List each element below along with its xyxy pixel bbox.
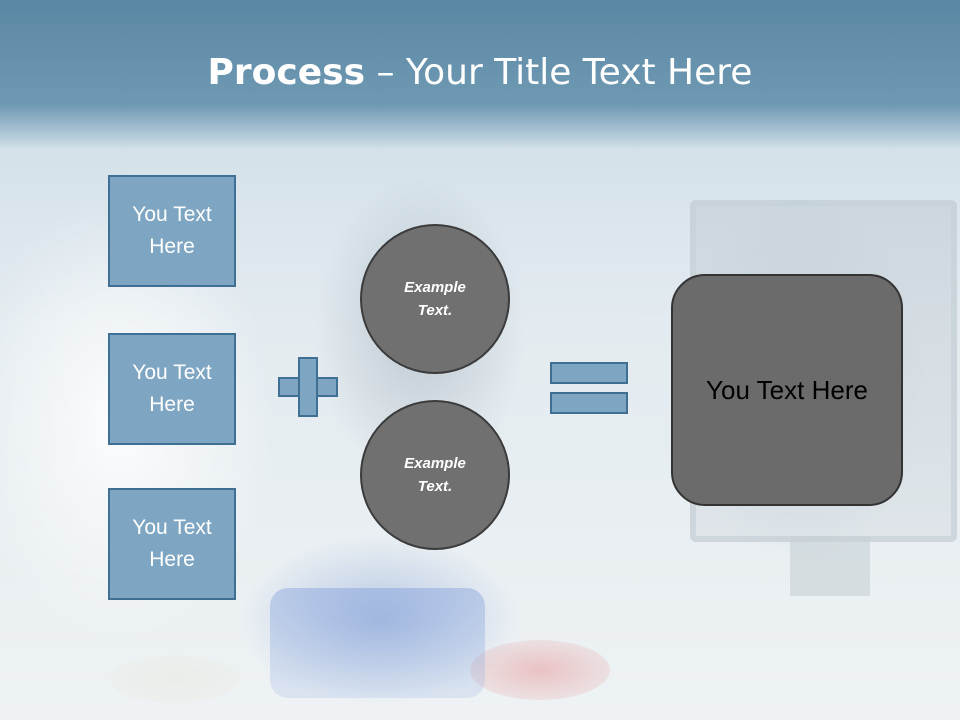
background-monitor-stand [790,536,870,596]
slide-title-bold: Process [207,52,366,93]
plus-center [300,379,316,395]
example-circle-label: Example Text. [404,279,466,319]
title-band [0,0,960,150]
text-box-3[interactable]: You Text Here [108,488,236,600]
slide-title-rest: – Your Title Text Here [365,52,753,93]
result-box[interactable]: You Text Here [671,274,903,506]
text-box-label: You Text Here [132,203,212,258]
equals-icon [550,362,628,414]
slide-title: Process – Your Title Text Here [0,52,960,93]
result-box-label: You Text Here [706,374,868,405]
text-box-1[interactable]: You Text Here [108,175,236,287]
background-sample-rack [270,588,485,698]
equals-bar-bottom [550,392,628,414]
example-circle-label: Example Text. [404,455,466,495]
text-box-label: You Text Here [132,361,212,416]
background-petri-dish [110,655,240,703]
text-box-2[interactable]: You Text Here [108,333,236,445]
text-box-label: You Text Here [132,516,212,571]
example-circle-1[interactable]: Example Text. [360,224,510,374]
equals-bar-top [550,362,628,384]
example-circle-2[interactable]: Example Text. [360,400,510,550]
background-petri-dish [470,640,610,700]
plus-icon [278,357,338,417]
